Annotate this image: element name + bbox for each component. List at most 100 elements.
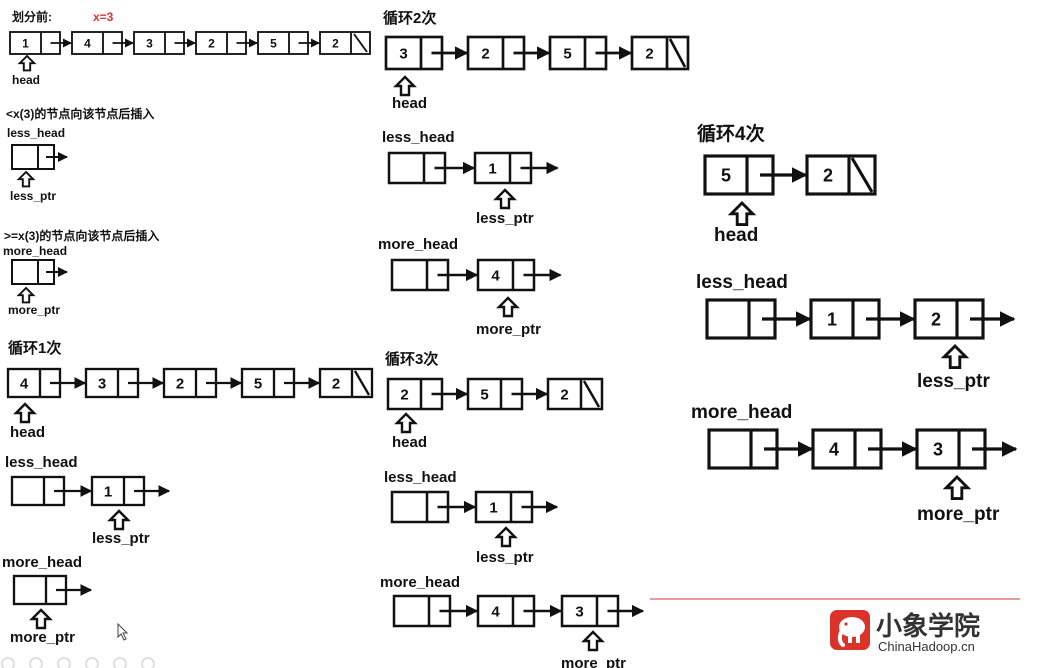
node-value: 2 [332, 375, 340, 392]
loop1-more-list [12, 574, 93, 606]
loop2-more-ptr-pointer [496, 296, 520, 318]
up-arrow-icon [16, 286, 36, 304]
loop3-head-label: head [392, 434, 427, 451]
loop2-less-ptr-pointer [493, 188, 517, 210]
brand-name: 小象学院 [876, 611, 980, 641]
node-value: 3 [146, 36, 153, 50]
node-value: 1 [827, 309, 837, 329]
mouse-cursor-icon [117, 622, 129, 641]
node-value: 2 [332, 36, 339, 50]
node-value: 4 [84, 36, 91, 50]
list-node: 5 [548, 35, 608, 71]
up-arrow-icon [16, 170, 36, 188]
loop2-more-list: 4 [390, 258, 562, 292]
before-less-ptr-label: less_ptr [10, 189, 56, 203]
null-mark [668, 38, 687, 68]
toolbar-icon[interactable] [85, 657, 99, 668]
node-value: 5 [721, 165, 731, 185]
loop1-head-pointer [13, 402, 37, 424]
loop2-less-ptr-label: less_ptr [476, 210, 534, 227]
loop1-title: 循环1次 [8, 339, 61, 357]
up-arrow-icon [494, 526, 518, 548]
before-less-ptr-pointer [16, 170, 36, 188]
toolbar-icons [1, 657, 155, 668]
loop2-head-label: head [392, 95, 427, 112]
node-value: 2 [481, 45, 489, 62]
before-x-label: x=3 [93, 10, 114, 24]
before-head-label: head [12, 73, 40, 87]
list-node: 1 [809, 298, 881, 340]
node-value: 5 [254, 375, 262, 392]
loop4-more-ptr-pointer [942, 474, 972, 501]
node-value: 2 [645, 45, 653, 62]
node-value: 4 [491, 603, 500, 620]
loop3-more-head-label: more_head [380, 574, 460, 591]
up-arrow-icon [17, 54, 37, 72]
loop3-less-ptr-label: less_ptr [476, 549, 534, 566]
before-more-desc: >=x(3)的节点向该节点后插入 [4, 228, 159, 243]
loop1-more-ptr-label: more_ptr [10, 629, 75, 646]
list-node: 2 [630, 35, 690, 71]
loop4-more-head-label: more_head [691, 402, 792, 423]
null-mark [850, 157, 874, 193]
up-arrow-icon [393, 75, 417, 97]
loop2-less-head-label: less_head [382, 129, 455, 146]
loop1-less-ptr-pointer [107, 509, 131, 531]
node-value: 2 [560, 386, 568, 403]
loop3-more-ptr-label: more_ptr [561, 655, 626, 668]
list-node: 5 [257, 31, 309, 55]
loop3-more-ptr-pointer [581, 630, 605, 652]
node-value: 4 [491, 267, 500, 284]
before-title: 划分前: [12, 9, 52, 24]
before-more-list [11, 259, 68, 285]
toolbar-icon[interactable] [113, 657, 127, 668]
brand-site: ChinaHadoop.cn [878, 639, 975, 654]
node-value: 1 [489, 499, 497, 516]
up-arrow-icon [493, 188, 517, 210]
toolbar-icon[interactable] [29, 657, 43, 668]
toolbar-icon[interactable] [1, 657, 15, 668]
node-value: 5 [480, 386, 488, 403]
loop1-less-ptr-label: less_ptr [92, 530, 150, 547]
loop4-less-head-label: less_head [696, 272, 788, 293]
list-node: 2 [805, 154, 877, 196]
null-mark [582, 380, 601, 408]
null-mark [353, 370, 371, 396]
loop2-title: 循环2次 [383, 9, 436, 27]
loop4-head-pointer [727, 200, 757, 227]
loop3-head-pointer [394, 412, 418, 434]
before-less-desc: <x(3)的节点向该节点后插入 [6, 106, 154, 121]
list-node: 2 [318, 367, 374, 399]
elephant-logo-icon [830, 610, 870, 650]
loop4-title: 循环4次 [697, 122, 765, 145]
node-value: 3 [933, 439, 943, 459]
loop1-head-label: head [10, 424, 45, 441]
toolbar-icon[interactable] [57, 657, 71, 668]
toolbar-icon[interactable] [141, 657, 155, 668]
list-node: 5 [466, 377, 524, 411]
before-more-head-label: more_head [3, 244, 67, 258]
up-arrow-icon [29, 608, 53, 630]
loop3-less-head-label: less_head [384, 469, 457, 486]
up-arrow-icon [942, 474, 972, 501]
node-value: 3 [399, 45, 407, 62]
list-node [707, 428, 779, 470]
loop2-less-list: 1 [387, 151, 559, 185]
node-value: 4 [20, 375, 29, 392]
node-value: 2 [931, 309, 941, 329]
up-arrow-icon [13, 402, 37, 424]
up-arrow-icon [496, 296, 520, 318]
loop1-more-ptr-pointer [29, 608, 53, 630]
loop2-list: 3 2 5 2 [384, 35, 690, 71]
node-value: 5 [563, 45, 571, 62]
up-arrow-icon [107, 509, 131, 531]
null-mark [353, 33, 368, 53]
loop1-less-head-label: less_head [5, 454, 78, 471]
